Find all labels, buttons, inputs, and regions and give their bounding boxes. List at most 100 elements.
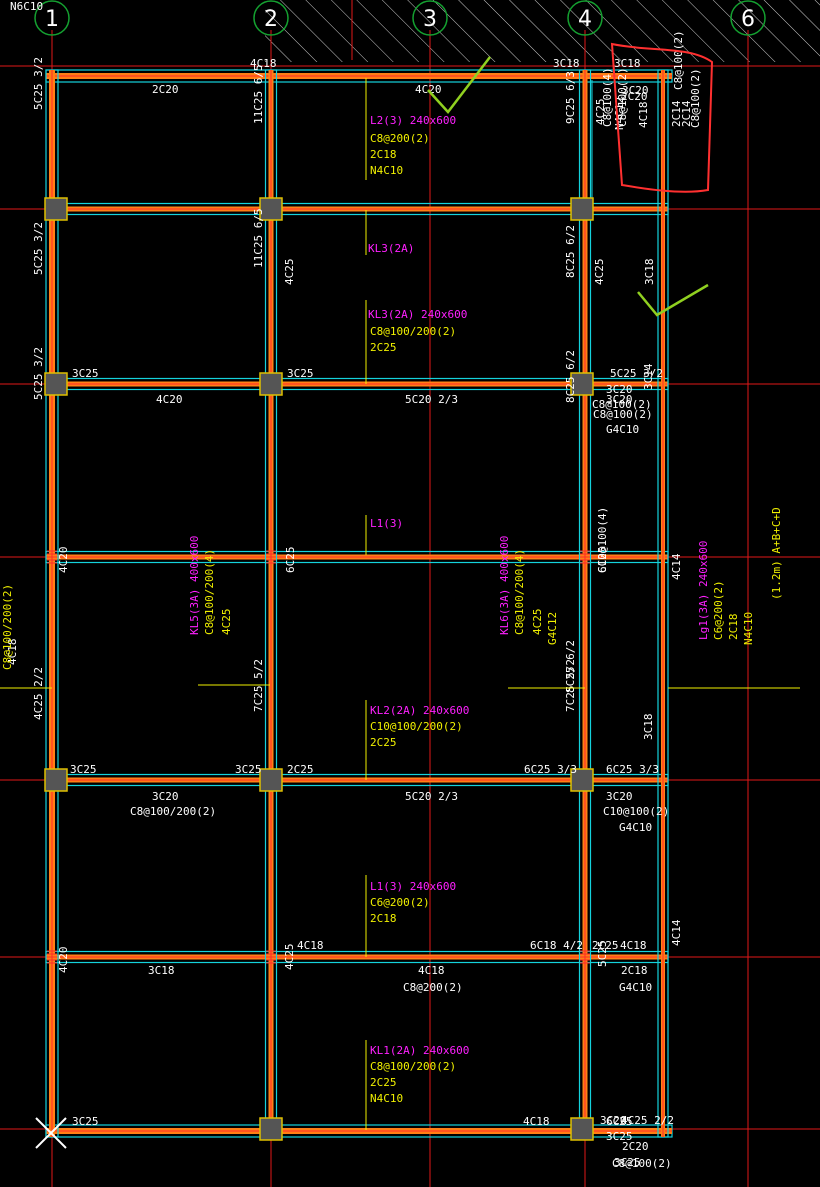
label-white-8: C8@100(2) xyxy=(612,1157,672,1170)
label-white-37: 3C20 xyxy=(606,393,633,406)
label-white-12: 3C25 xyxy=(72,367,99,380)
label-white-56: 5C25 xyxy=(596,941,609,968)
label-white-48: C8@200(2) xyxy=(403,981,463,994)
label-white-35: 3C20 xyxy=(152,790,179,803)
label-beam-spec-5: C8@100/200(4) xyxy=(203,549,216,635)
label-beam-spec-15: 2C25 xyxy=(370,1076,397,1089)
label-white-47: 4C18 xyxy=(418,964,445,977)
label-white-7: 2C20 xyxy=(622,1140,649,1153)
label-white-79: 3C25 xyxy=(606,1130,633,1143)
label-white-5: 3C20 xyxy=(622,84,649,97)
label-white-34: 5C20 2/3 xyxy=(405,790,458,803)
label-white-61: C8@100(4) xyxy=(601,67,614,127)
label-white-31: 4C20 xyxy=(57,547,70,574)
label-white-81: 4C18 xyxy=(6,639,19,666)
label-white-3: 2C20 xyxy=(152,83,179,96)
label-white-29: 6C25 3/3 xyxy=(606,763,659,776)
axis-bubble-2 xyxy=(253,0,289,36)
label-white-39: G4C10 xyxy=(606,423,639,436)
label-white-66: 3C20 xyxy=(606,383,633,396)
label-white-33: 5C20 2/3 xyxy=(405,393,458,406)
label-white-10: 3C25 xyxy=(70,763,97,776)
label-white-70: 4C14 xyxy=(670,919,683,946)
label-beam-spec-12: C6@200(2) xyxy=(370,896,430,909)
label-white-25: 8C25 6/2 xyxy=(564,640,577,693)
label-white-73: 4C18 xyxy=(523,1115,550,1128)
label-white-19: 4C25 2/2 xyxy=(32,667,45,720)
label-white-63: 4C18 xyxy=(637,102,650,129)
label-beam-spec-6: 4C25 xyxy=(220,609,233,636)
label-white-51: 4C25 xyxy=(283,944,296,971)
label-white-68: 3C18 xyxy=(642,714,655,741)
label-white-27: 7C25 5/2 xyxy=(564,659,577,712)
label-beam-name-7: L1(3) 240x600 xyxy=(370,880,456,893)
label-white-28: 6C25 3/3 xyxy=(524,763,577,776)
label-beam-spec-17: C6@200(2) xyxy=(712,580,725,640)
label-white-4: 4C20 xyxy=(415,83,442,96)
label-beam-spec-18: 2C18 xyxy=(727,614,740,641)
label-beam-name-8: KL1(2A) 240x600 xyxy=(370,1044,469,1057)
label-beam-spec-0: C8@200(2) xyxy=(370,132,430,145)
label-white-53: 6C25 xyxy=(596,547,609,574)
column-4 xyxy=(259,372,283,396)
label-white-41: C10@100(2) xyxy=(603,805,669,818)
label-white-60: 2C14 xyxy=(680,100,693,127)
label-white-20: 11C25 6/5 xyxy=(252,64,265,124)
column-7 xyxy=(259,768,283,792)
label-white-16: 5C25 3/2 xyxy=(32,222,45,275)
label-white-55: 4C25 xyxy=(283,259,296,286)
label-white-78: 6C25 xyxy=(606,1115,633,1128)
label-white-46: 3C18 xyxy=(148,964,175,977)
label-beam-name-2: KL3(2A) 240x600 xyxy=(368,308,467,321)
label-beam-spec-3: C8@100/200(2) xyxy=(370,325,456,338)
label-beam-name-4: KL5(3A) 400x600 xyxy=(188,536,201,635)
hatched-region xyxy=(265,0,820,62)
label-beam-spec-14: C8@100/200(2) xyxy=(370,1060,456,1073)
label-white-14: 3C25 xyxy=(287,367,314,380)
column-0 xyxy=(44,197,68,221)
axis-label-3: 3 xyxy=(423,7,437,32)
label-white-42: G4C10 xyxy=(619,821,652,834)
label-beam-spec-20: (1.2m) A+B+C+D xyxy=(770,507,783,600)
axis-label-4: 4 xyxy=(578,7,592,32)
column-5 xyxy=(570,372,594,396)
label-beam-name-5: KL6(3A) 400x600 xyxy=(498,536,511,635)
axis-label-2: 2 xyxy=(264,7,278,32)
axis-bubble-1 xyxy=(34,0,70,36)
label-white-71: 3C14 xyxy=(642,363,655,390)
label-white-23: 8C25 6/2 xyxy=(564,225,577,278)
label-white-49: 2C18 xyxy=(621,964,648,977)
label-beam-spec-10: C10@100/200(2) xyxy=(370,720,463,733)
label-beam-spec-11: 2C25 xyxy=(370,736,397,749)
label-white-1: 3C18 xyxy=(553,57,580,70)
label-beam-name-3: L1(3) xyxy=(370,517,403,530)
label-white-64: 2C14 xyxy=(670,100,683,127)
label-white-26: 7C25 5/2 xyxy=(252,659,265,712)
axis-bubble-3 xyxy=(412,0,448,36)
label-white-24: 8C25 6/2 xyxy=(564,350,577,403)
markup-red-outline xyxy=(610,42,714,193)
label-beam-name-6: KL2(2A) 240x600 xyxy=(370,704,469,717)
label-beam-spec-21: C8@100/200(2) xyxy=(1,584,14,670)
label-white-18: 5C25 3/2 xyxy=(610,367,663,380)
label-white-17: 5C25 3/2 xyxy=(32,347,45,400)
label-white-76: C8@100(2) xyxy=(616,67,629,127)
label-white-77: C10@100(4) xyxy=(596,507,609,573)
label-white-36: C8@100/200(2) xyxy=(130,805,216,818)
label-white-58: 2C20 xyxy=(621,90,648,103)
label-white-82: N6C10 xyxy=(10,0,43,13)
markup-check-2 xyxy=(637,283,709,317)
column-10 xyxy=(570,1117,594,1141)
label-white-0: 4C18 xyxy=(250,57,277,70)
column-8 xyxy=(570,768,594,792)
label-white-6: 3C20 xyxy=(600,1114,627,1127)
axis-label-1: 1 xyxy=(45,7,59,32)
label-white-2: 3C18 xyxy=(614,57,641,70)
label-beam-spec-4: 2C25 xyxy=(370,341,397,354)
axis-label-6: 6 xyxy=(741,7,755,32)
label-white-22: 9C25 6/3 xyxy=(564,71,577,124)
label-beam-name-9: Lg1(3A) 240x600 xyxy=(697,541,710,640)
